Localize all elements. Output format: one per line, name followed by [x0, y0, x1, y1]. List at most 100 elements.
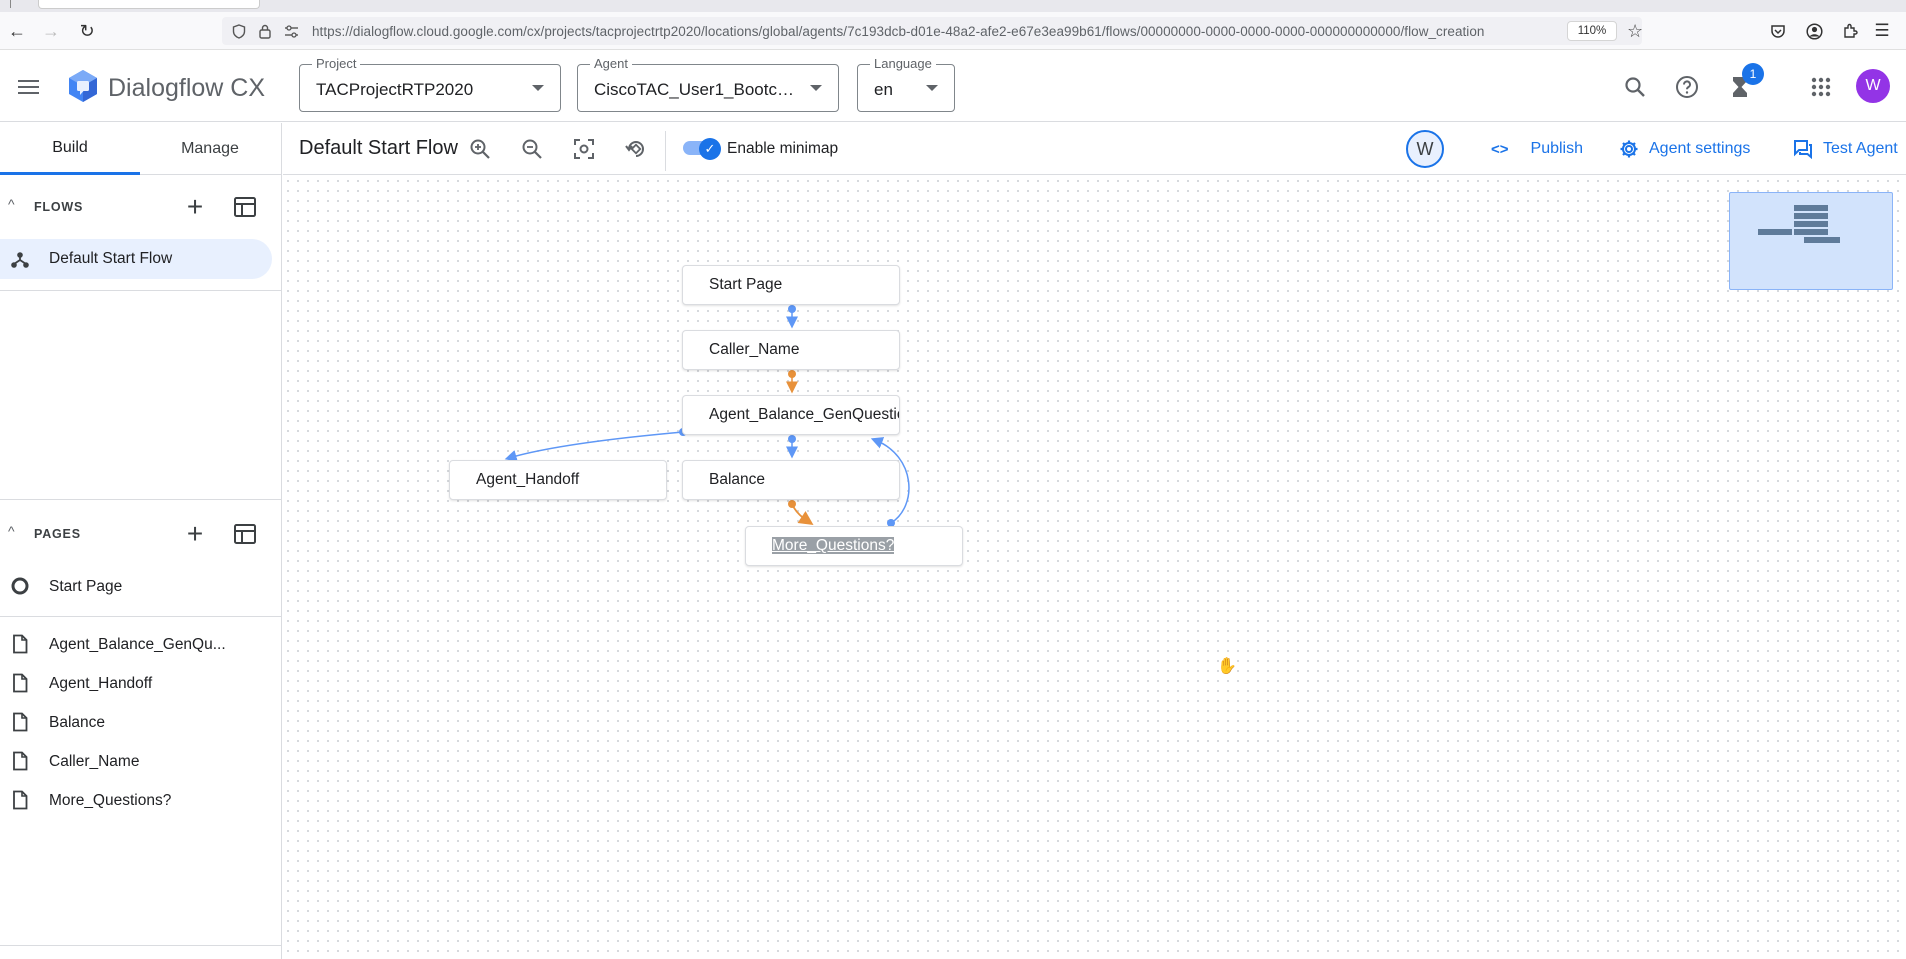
flow-item-default-start-flow[interactable]: Default Start Flow [0, 239, 272, 279]
minimap-node [1794, 205, 1828, 211]
page-item-agent-balance-genquestion[interactable]: Agent_Balance_GenQu... [0, 626, 280, 662]
flow-canvas[interactable]: Start Page Caller_Name Agent_Balance_Gen… [283, 176, 1906, 959]
pages-section-header: ^ PAGES + [0, 509, 282, 559]
notification-count-badge[interactable]: 1 [1742, 63, 1764, 85]
node-start-page[interactable]: Start Page [682, 265, 900, 305]
extensions-icon[interactable] [1838, 19, 1862, 43]
forward-arrow-icon[interactable]: → [42, 21, 60, 41]
pages-table-icon[interactable] [232, 521, 258, 547]
flows-section-header: ^ FLOWS + [0, 182, 282, 232]
app-title: Dialogflow CX [108, 74, 266, 102]
agent-settings-button[interactable]: Agent settings [1619, 135, 1750, 163]
minimap[interactable] [1729, 192, 1893, 290]
chevron-up-icon[interactable]: ^ [8, 523, 15, 539]
flows-section-title: FLOWS [34, 200, 84, 214]
edge-more-to-genq[interactable] [870, 437, 910, 524]
browser-menu-icon[interactable]: ☰ [1874, 21, 1890, 40]
page-item-balance[interactable]: Balance [0, 704, 280, 740]
check-icon: ✓ [699, 138, 721, 160]
tab-build[interactable]: Build [0, 123, 140, 175]
bookmark-star-icon[interactable]: ☆ [1627, 21, 1644, 41]
reset-layout-icon[interactable] [622, 135, 650, 163]
zoom-in-icon[interactable] [466, 135, 494, 163]
sidebar-divider [0, 616, 282, 617]
language-select[interactable]: Language en [857, 56, 955, 112]
user-avatar[interactable]: W [1856, 69, 1890, 103]
enable-minimap-label: Enable minimap [727, 140, 839, 157]
fit-to-screen-icon[interactable] [570, 135, 598, 163]
sidebar-divider [0, 290, 282, 291]
tab-strip-divider [10, 0, 11, 8]
hourglass-icon[interactable] [1725, 72, 1755, 102]
tab-manage[interactable]: Manage [181, 140, 239, 157]
chevron-up-icon[interactable]: ^ [8, 196, 15, 212]
page-item-label: Start Page [49, 578, 123, 595]
zoom-out-icon[interactable] [518, 135, 546, 163]
gear-icon [1620, 140, 1638, 158]
flows-table-icon[interactable] [232, 194, 258, 220]
node-agent-handoff[interactable]: Agent_Handoff [449, 460, 667, 500]
chevron-down-icon [926, 85, 938, 91]
publish-button[interactable]: <> Publish [1491, 135, 1583, 163]
node-label: Start Page [709, 276, 783, 293]
node-balance[interactable]: Balance [682, 460, 900, 500]
edge-genq-to-handoff[interactable] [504, 431, 684, 462]
lock-icon[interactable] [256, 22, 274, 40]
node-caller-name[interactable]: Caller_Name [682, 330, 900, 370]
agent-select[interactable]: Agent CiscoTAC_User1_Bootca... [577, 56, 839, 112]
sidebar-divider [0, 499, 282, 500]
app-header: Dialogflow CX Project TACProjectRTP2020 … [0, 51, 1906, 122]
help-icon[interactable] [1672, 72, 1702, 102]
minimap-node [1794, 221, 1828, 227]
page-item-label: Caller_Name [49, 753, 140, 770]
node-label: Agent_Handoff [476, 471, 580, 488]
flow-graph-edges [504, 305, 910, 527]
start-circle-icon [11, 577, 29, 595]
url-bar[interactable]: https://dialogflow.cloud.google.com/cx/p… [222, 17, 1644, 45]
page-item-label: Agent_Balance_GenQu... [49, 636, 226, 653]
hand-cursor-icon: ✋ [1217, 658, 1237, 675]
site-permissions-icon[interactable] [282, 22, 300, 40]
minimap-node [1794, 229, 1828, 235]
browser-tab-strip [0, 0, 1906, 12]
dialogflow-logo-icon [69, 70, 97, 102]
page-icon [13, 634, 28, 654]
publish-button-label: Publish [1530, 140, 1584, 157]
add-flow-button[interactable]: + [186, 191, 204, 222]
zoom-level-badge[interactable]: 110% [1567, 21, 1617, 41]
project-select[interactable]: Project TACProjectRTP2020 [299, 56, 561, 112]
page-icon [13, 751, 28, 771]
toolbar-divider [665, 131, 666, 171]
url-text[interactable]: https://dialogflow.cloud.google.com/cx/p… [312, 24, 1485, 39]
enable-minimap-toggle[interactable]: ✓ [683, 138, 721, 160]
hamburger-menu-icon[interactable] [16, 74, 42, 100]
add-page-button[interactable]: + [186, 518, 204, 549]
browser-nav-bar: ← → ↻ https://dialogflow.cloud.google.co… [0, 12, 1906, 50]
reload-icon[interactable]: ↻ [79, 21, 95, 41]
page-item-agent-handoff[interactable]: Agent_Handoff [0, 665, 280, 701]
apps-grid-icon[interactable] [1806, 72, 1836, 102]
account-icon[interactable] [1802, 19, 1826, 43]
page-item-caller-name[interactable]: Caller_Name [0, 743, 280, 779]
chevron-down-icon [532, 85, 544, 91]
page-item-more-questions[interactable]: More_Questions? [0, 782, 280, 818]
node-more-questions[interactable]: More_Questions? [745, 526, 963, 566]
node-label: More_Questions? [772, 537, 895, 554]
page-item-start-page[interactable]: Start Page [0, 568, 280, 604]
collaborator-avatar[interactable]: W [1406, 130, 1444, 168]
canvas-toolbar: Default Start Flow ✓ Enable minimap W <>… [283, 123, 1906, 175]
search-icon[interactable] [1620, 72, 1650, 102]
page-icon [13, 673, 28, 693]
flow-icon [11, 252, 29, 268]
test-agent-button[interactable]: Test Agent [1793, 135, 1898, 163]
page-item-label: More_Questions? [49, 792, 172, 809]
shield-icon[interactable] [230, 22, 248, 40]
test-agent-label: Test Agent [1823, 140, 1898, 157]
node-agent-balance-genquestion[interactable]: Agent_Balance_GenQuestion [682, 395, 900, 435]
pocket-icon[interactable] [1766, 19, 1790, 43]
browser-active-tab[interactable] [38, 0, 260, 9]
chevron-down-icon [810, 85, 822, 91]
node-label: Caller_Name [709, 341, 800, 358]
edge-balance-to-more[interactable] [791, 503, 814, 525]
back-arrow-icon[interactable]: ← [8, 21, 26, 41]
